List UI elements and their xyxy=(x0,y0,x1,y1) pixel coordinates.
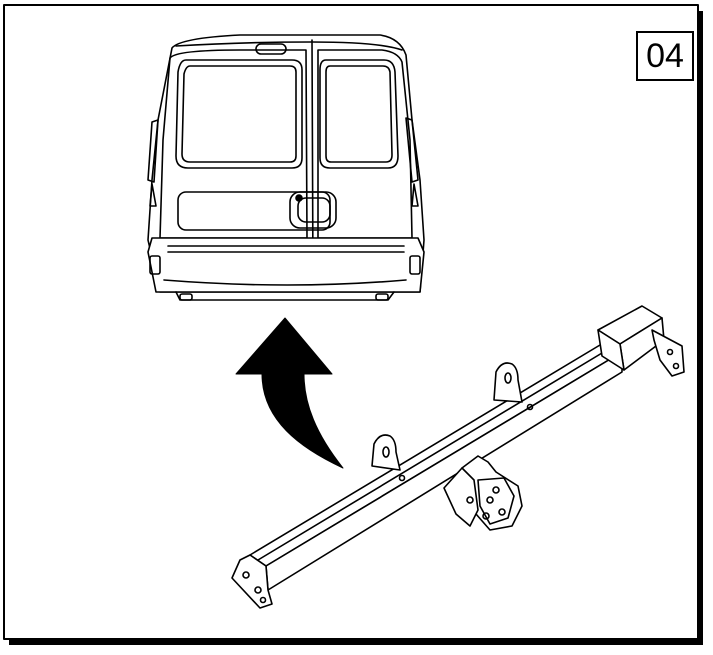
left-tail-light-lower xyxy=(149,183,157,207)
left-window xyxy=(175,59,303,169)
left-reflector xyxy=(149,255,161,275)
bumper-lower-line xyxy=(163,279,407,286)
right-reflector xyxy=(409,255,421,275)
left-end-bracket xyxy=(231,554,273,609)
right-box-side xyxy=(597,329,625,371)
van-rear-view xyxy=(147,34,425,301)
right-window-inner xyxy=(325,65,393,163)
door-handle xyxy=(289,191,337,229)
right-tail-light-lower xyxy=(411,183,419,207)
right-window xyxy=(319,59,399,169)
step-number: 04 xyxy=(646,36,684,75)
step-number-box: 04 xyxy=(636,31,694,81)
left-tail-light xyxy=(147,119,159,183)
brake-light xyxy=(255,43,287,55)
right-tail-light xyxy=(405,117,419,183)
left-window-inner xyxy=(181,65,297,163)
hitch-mount xyxy=(443,455,523,531)
left-tow-eye xyxy=(179,293,193,301)
left-mounting-tab xyxy=(371,434,401,471)
tow-bar-crossmember xyxy=(231,305,685,609)
right-tow-eye xyxy=(375,293,389,301)
lower-valance xyxy=(175,291,395,301)
curved-up-arrow xyxy=(235,317,344,469)
right-door xyxy=(317,49,413,239)
